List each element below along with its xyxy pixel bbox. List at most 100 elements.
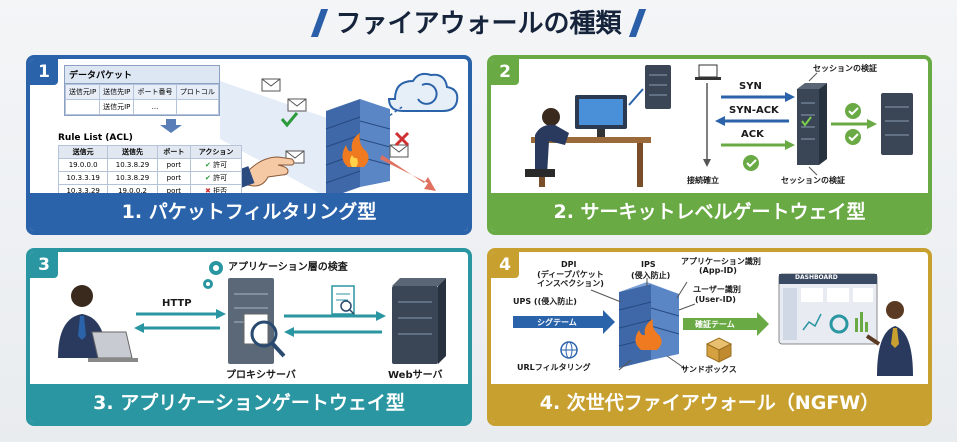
person-icon xyxy=(865,301,913,376)
person-icon xyxy=(58,285,106,358)
sandbox-box-icon xyxy=(705,337,733,363)
flow-in-label: シグテーム xyxy=(537,318,577,327)
packet-cell xyxy=(64,99,101,115)
app-id-label: アプリケーション識別 xyxy=(681,257,761,266)
laptop-icon xyxy=(695,64,721,80)
slash-right-icon xyxy=(628,9,646,37)
title-text: ファイアウォールの種類 xyxy=(335,9,622,39)
server-icon xyxy=(228,278,274,364)
web-server-label: Webサーバ xyxy=(388,370,443,381)
panel1-caption: 1. パケットフィルタリング型 xyxy=(30,193,468,231)
desk-icon xyxy=(531,137,651,143)
panel3-number: 3 xyxy=(30,252,58,278)
ips-sub-label: (侵入防止) xyxy=(631,271,671,280)
firewall-icon xyxy=(618,282,680,368)
arrow-in-icon xyxy=(513,310,615,334)
session-check-top: セッションの検証 xyxy=(813,64,877,73)
panel2-number: 2 xyxy=(491,59,519,85)
acl-port: port xyxy=(156,171,192,185)
hand-icon xyxy=(247,156,295,187)
cross-icon: ✖ xyxy=(204,187,211,195)
panel1-illustration xyxy=(160,72,459,199)
ack-label: ACK xyxy=(741,129,764,140)
panel2-illustration xyxy=(525,64,913,187)
dpi-label: DPI xyxy=(561,260,577,269)
packet-col: プロトコル xyxy=(175,84,220,100)
packet-cell xyxy=(175,99,220,115)
syn-label: SYN xyxy=(739,81,762,92)
panel4-number: 4 xyxy=(491,252,519,278)
monitor-icon xyxy=(575,95,627,137)
acl-port: port xyxy=(156,158,192,172)
url-filter-label: URLフィルタリング xyxy=(517,363,591,372)
acl-col: 送信先 xyxy=(107,145,158,159)
ups-label: UPS ((侵入防止) xyxy=(513,297,577,306)
cloud-icon xyxy=(387,72,459,112)
dashboard-label: DASHBOARD xyxy=(795,274,838,281)
panel2-caption: 2. サーキットレベルゲートウェイ型 xyxy=(491,193,928,231)
server-icon xyxy=(392,278,446,364)
person-icon xyxy=(525,108,569,177)
packet-cell: ... xyxy=(133,99,177,115)
acl-src: 10.3.3.19 xyxy=(57,171,109,185)
panel-application-gateway: 3 HTTP アプリケーション層の検査 プロキシサーバ Webサーバ 3. アプ… xyxy=(26,248,472,426)
acl-action: ✔ 許可 xyxy=(190,171,242,185)
panel-packet-filtering: 1 データパケット 送信元IP 送信先IP ポート番号 プロトコル 送信元IP … xyxy=(26,55,472,235)
acl-table: Rule List (ACL) 送信元 送信先 ポート アクション 19.0.0… xyxy=(57,133,242,198)
dashboard-icon xyxy=(778,273,878,345)
acl-action: ✔ 許可 xyxy=(190,158,242,172)
panel4-caption: 4. 次世代ファイアウォール（NGFW） xyxy=(491,384,928,422)
dpi-sub-label: (ディープパケット インスペクション) xyxy=(537,270,604,288)
flow-out-label: 確証テーム xyxy=(695,320,735,329)
proxy-label: プロキシサーバ xyxy=(226,370,296,381)
server-icon xyxy=(645,65,671,109)
acl-action-label: 許可 xyxy=(213,161,228,169)
packet-cell: 送信元IP xyxy=(99,99,135,115)
panel-circuit-gateway: 2 SYN SYN-ACK ACK セッションの検証 セッションの検証 接続確立… xyxy=(487,55,932,235)
acl-dst: 10.3.8.29 xyxy=(107,171,158,185)
inspection-label: アプリケーション層の検査 xyxy=(228,262,348,273)
acl-col: 送信元 xyxy=(57,145,109,159)
laptop-icon xyxy=(88,331,138,362)
packet-col: ポート番号 xyxy=(133,84,177,100)
synack-label: SYN-ACK xyxy=(729,105,779,116)
acl-action-label: 拒否 xyxy=(213,187,228,195)
connection-established-label: 接続確立 xyxy=(687,176,719,185)
table-row: 19.0.0.0 10.3.8.29 port ✔ 許可 xyxy=(57,158,242,172)
packet-col: 送信先IP xyxy=(99,84,135,100)
cross-icon xyxy=(394,131,410,147)
envelope-icon xyxy=(261,78,409,164)
packet-table: データパケット 送信元IP 送信先IP ポート番号 プロトコル 送信元IP ..… xyxy=(64,65,220,116)
panel-ngfw: 4 DPI (ディープパケット インスペクション) IPS (侵入防止) アプリ… xyxy=(487,248,932,426)
check-icon xyxy=(280,112,299,128)
acl-dst: 10.3.8.29 xyxy=(107,158,158,172)
panel1-number: 1 xyxy=(30,59,58,85)
app-id-sub-label: (App-ID) xyxy=(699,266,737,275)
document-icon xyxy=(331,285,355,315)
acl-header: Rule List (ACL) xyxy=(58,133,133,143)
slash-left-icon xyxy=(311,9,329,37)
acl-action-label: 許可 xyxy=(213,174,228,182)
acl-col: ポート xyxy=(156,145,192,159)
ips-label: IPS xyxy=(641,260,656,269)
session-check-bottom: セッションの検証 xyxy=(781,176,845,185)
panel3-illustration xyxy=(58,261,446,364)
server-icon xyxy=(881,93,913,155)
packet-col: 送信元IP xyxy=(64,84,101,100)
packet-header: データパケット xyxy=(65,66,219,84)
panel3-caption: 3. アプリケーションゲートウェイ型 xyxy=(30,384,468,422)
page-title: ファイアウォールの種類 xyxy=(0,4,957,44)
user-id-sub-label: (User-ID) xyxy=(695,295,736,304)
firewall-icon xyxy=(797,83,827,165)
globe-icon xyxy=(560,341,578,359)
firewall-icon xyxy=(325,99,391,199)
check-icon: ✔ xyxy=(204,174,211,182)
http-label: HTTP xyxy=(162,298,192,309)
table-row: 10.3.3.19 10.3.8.29 port ✔ 許可 xyxy=(57,171,242,185)
panel4-illustration xyxy=(513,273,913,376)
arrow-out-icon xyxy=(683,312,769,336)
acl-src: 19.0.0.0 xyxy=(57,158,109,172)
sandbox-label: サンドボックス xyxy=(681,365,737,374)
check-icon xyxy=(743,103,861,171)
